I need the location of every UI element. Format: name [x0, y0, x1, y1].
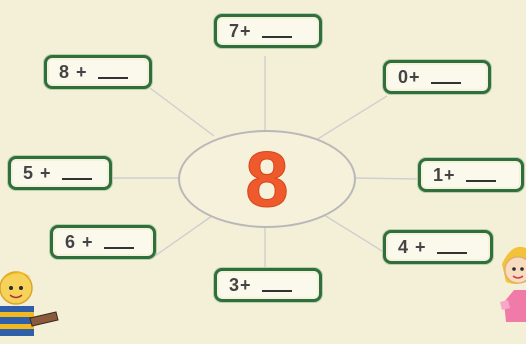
spoke-top-right: [315, 95, 388, 141]
box-bottom-left: 6 +: [50, 225, 156, 259]
boy-cartoon-icon: [0, 271, 59, 336]
box-right-label: 1+: [433, 164, 456, 185]
spoke-right: [351, 177, 421, 180]
box-left: 5 +: [8, 156, 112, 190]
center-number: 8: [245, 135, 289, 223]
spoke-bottom-left: [151, 215, 213, 259]
answer-blank[interactable]: [430, 82, 461, 84]
answer-blank[interactable]: [103, 247, 134, 249]
box-top-left-label: 8 +: [59, 61, 88, 82]
box-bottom-label: 3+: [229, 274, 252, 295]
box-bottom-right-label: 4 +: [398, 236, 427, 257]
box-bottom: 3+: [214, 268, 322, 302]
girl-cartoon-icon: [500, 246, 526, 322]
answer-blank[interactable]: [261, 290, 292, 292]
box-top-right: 0+: [383, 60, 491, 94]
box-top: 7+: [214, 14, 322, 48]
answer-blank[interactable]: [261, 36, 292, 38]
box-top-right-label: 0+: [398, 66, 421, 87]
box-right: 1+: [418, 158, 524, 192]
answer-blank[interactable]: [465, 180, 496, 182]
answer-blank[interactable]: [61, 178, 92, 180]
box-bottom-right: 4 +: [383, 230, 493, 264]
answer-blank[interactable]: [97, 77, 128, 79]
box-top-left: 8 +: [44, 55, 152, 89]
box-left-label: 5 +: [23, 162, 52, 183]
box-bottom-left-label: 6 +: [65, 231, 94, 252]
spoke-top-left: [149, 87, 215, 137]
spoke-bottom-right: [315, 209, 388, 255]
answer-blank[interactable]: [436, 252, 467, 254]
box-top-label: 7+: [229, 20, 252, 41]
center-oval: 8: [178, 130, 356, 228]
